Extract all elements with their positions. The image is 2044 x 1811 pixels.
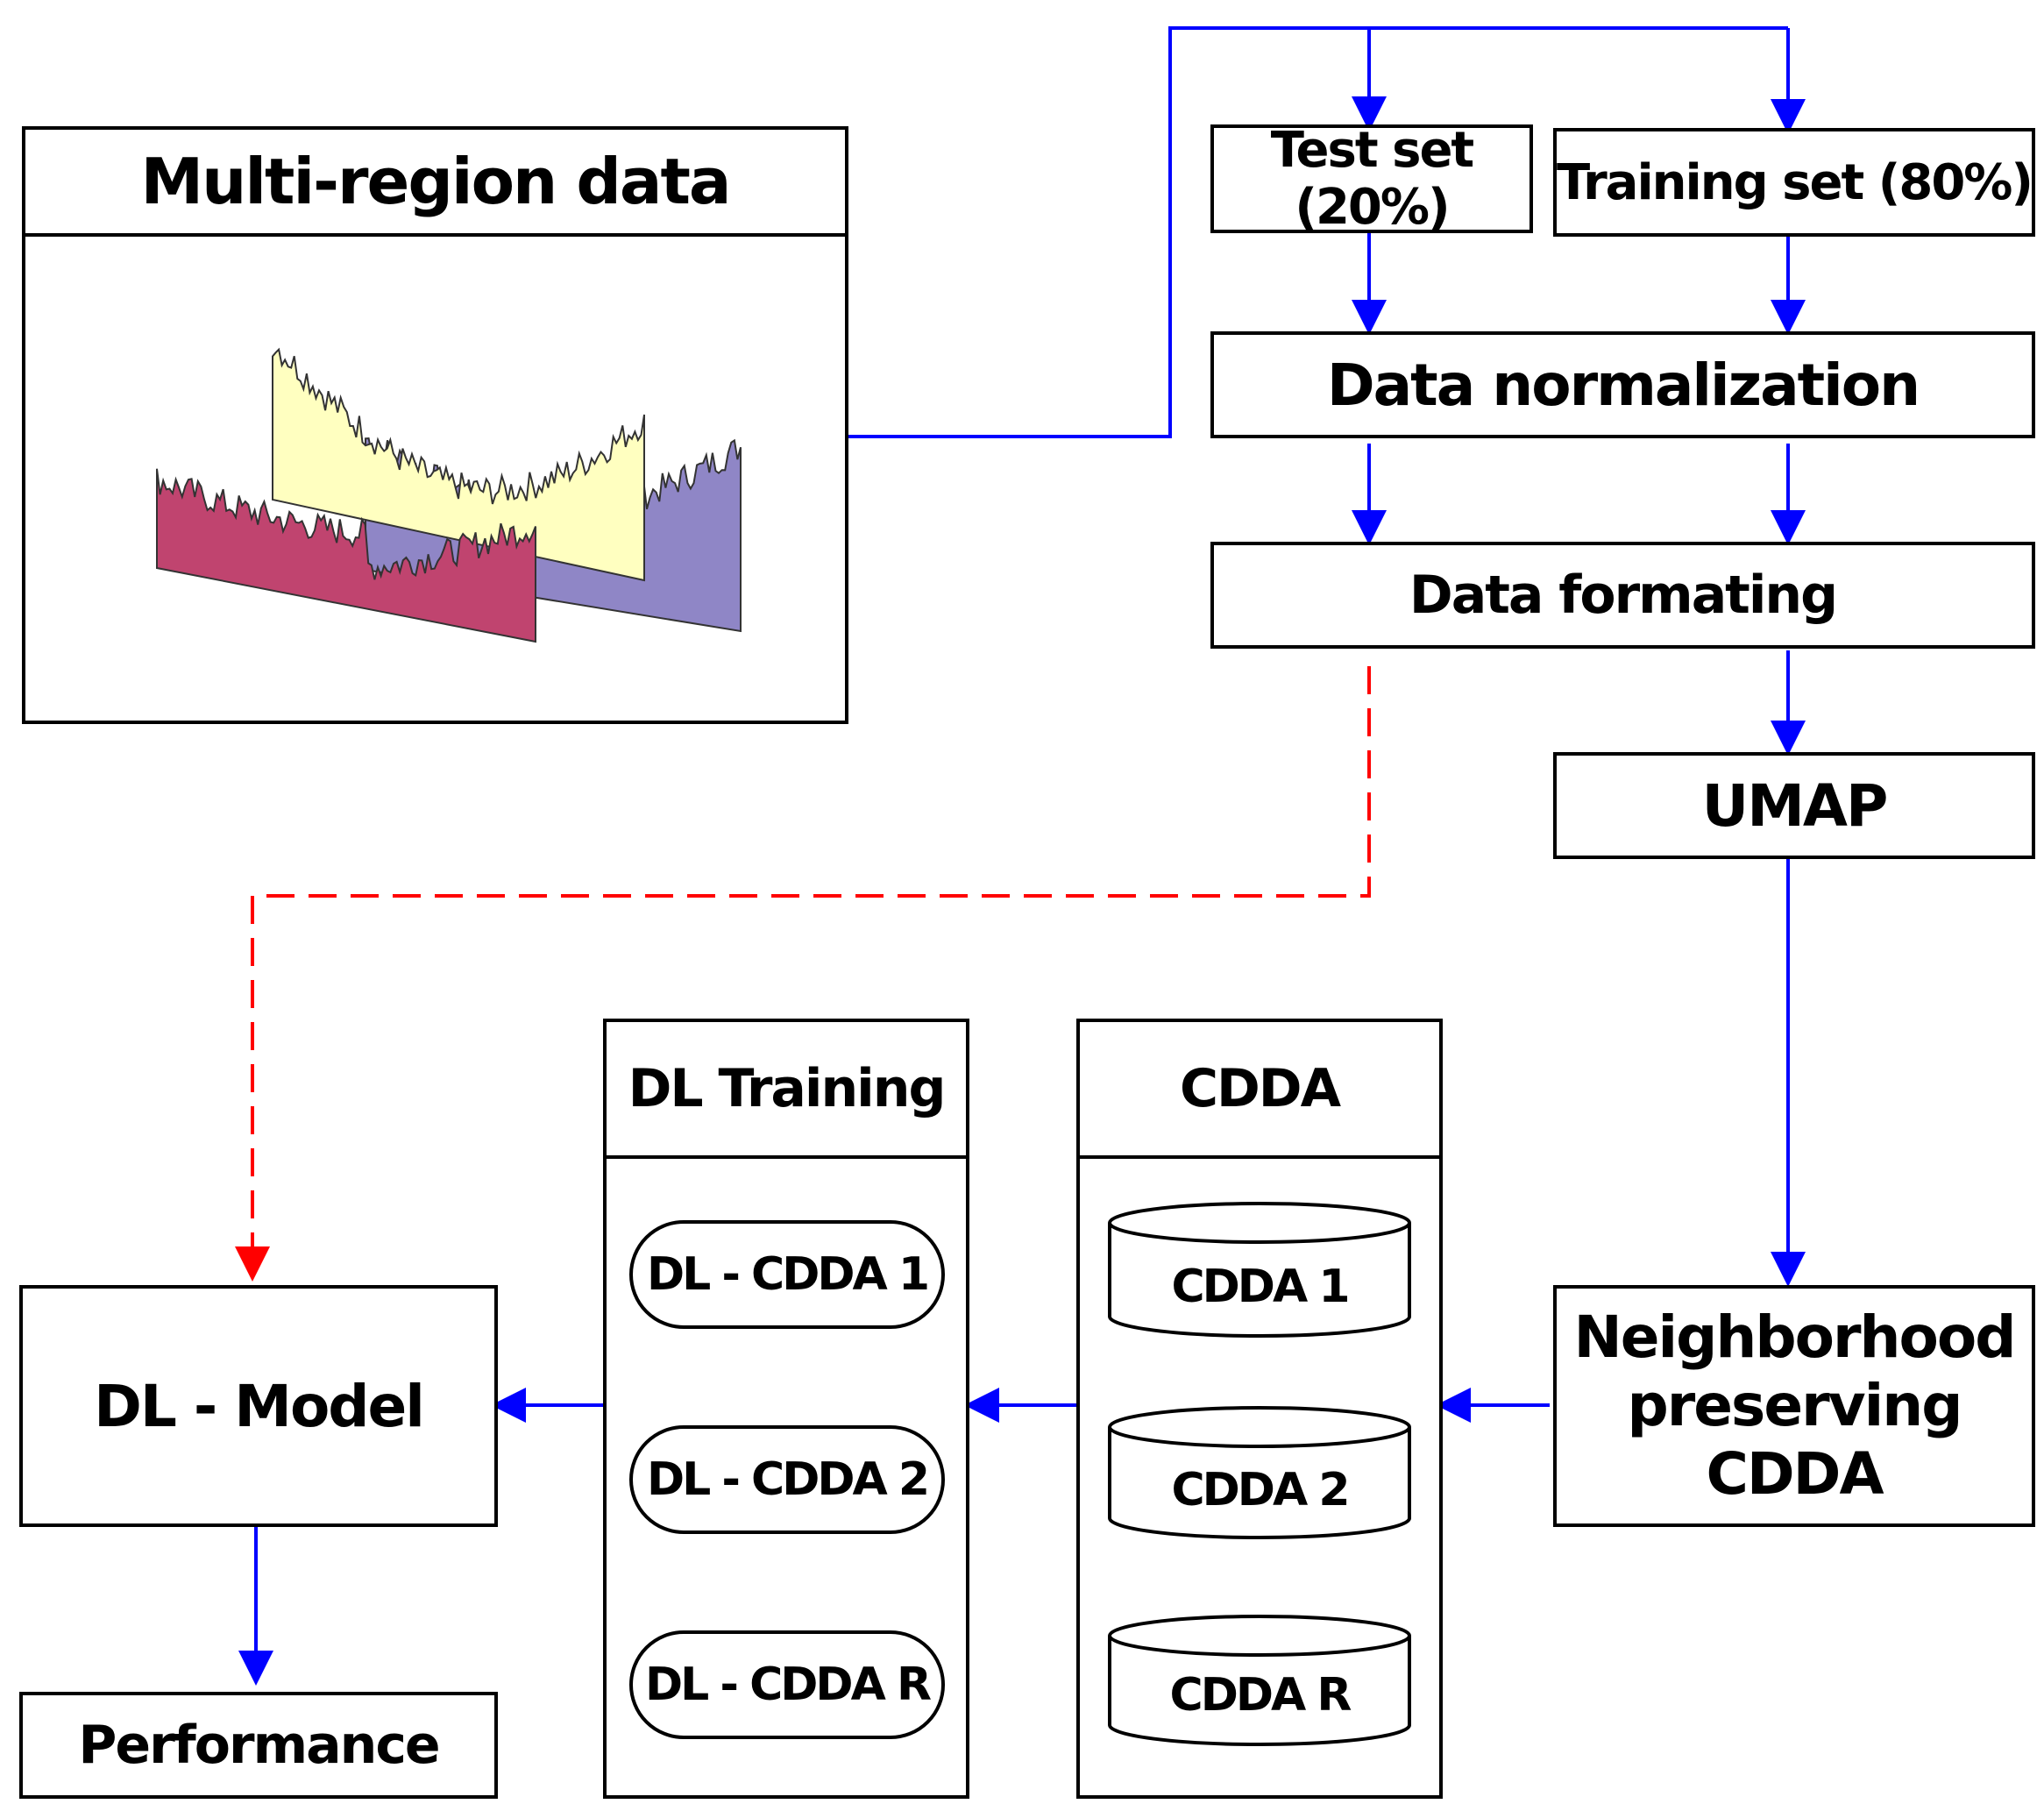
dashed-arrow-test-to-model bbox=[235, 666, 1371, 1282]
dl-training-panel-title: DL Training bbox=[607, 1022, 966, 1159]
cdda-cylinders bbox=[1108, 1202, 1411, 1746]
waveform-middle bbox=[272, 347, 645, 582]
cylinder-cdda-1 bbox=[1108, 1202, 1411, 1338]
neighborhood-line-1: Neighborhood bbox=[1573, 1303, 2017, 1371]
dl-model-box: DL - Model bbox=[19, 1285, 498, 1527]
neighborhood-line-2: preserving bbox=[1627, 1372, 1962, 1439]
neighborhood-preserving-cdda-box: Neighborhood preserving CDDA bbox=[1553, 1285, 2035, 1527]
dl-cdda-1-pill: DL - CDDA 1 bbox=[629, 1220, 945, 1329]
training-set-box: Training set (80%) bbox=[1553, 128, 2035, 237]
cdda-panel: CDDA CDDA 1 CDDA 2 CDDA R bbox=[1076, 1019, 1443, 1799]
data-formating-box: Data formating bbox=[1210, 542, 2035, 649]
cdda-2-label: CDDA 2 bbox=[1171, 1464, 1350, 1516]
cdda-r-label: CDDA R bbox=[1169, 1669, 1352, 1722]
cdda-1-label: CDDA 1 bbox=[1171, 1261, 1350, 1313]
data-normalization-box: Data normalization bbox=[1210, 331, 2035, 438]
neighborhood-line-3: CDDA bbox=[1706, 1440, 1884, 1508]
multi-region-waveforms bbox=[156, 347, 742, 643]
umap-box: UMAP bbox=[1553, 752, 2035, 859]
multi-region-data-panel: Multi-region data bbox=[22, 126, 848, 724]
dl-cdda-r-pill: DL - CDDA R bbox=[629, 1630, 945, 1739]
dl-cdda-2-pill: DL - CDDA 2 bbox=[629, 1425, 945, 1534]
performance-box: Performance bbox=[19, 1692, 498, 1799]
waveform-front bbox=[156, 468, 536, 643]
dl-training-panel: DL Training DL - CDDA 1 DL - CDDA 2 DL -… bbox=[603, 1019, 969, 1799]
multi-region-data-title: Multi-region data bbox=[25, 130, 845, 237]
cylinder-cdda-r bbox=[1108, 1615, 1411, 1746]
cylinder-cdda-2 bbox=[1108, 1406, 1411, 1539]
cdda-panel-title: CDDA bbox=[1080, 1022, 1439, 1159]
test-set-box: Test set (20%) bbox=[1210, 122, 1533, 236]
connector-data-split bbox=[848, 26, 1788, 438]
